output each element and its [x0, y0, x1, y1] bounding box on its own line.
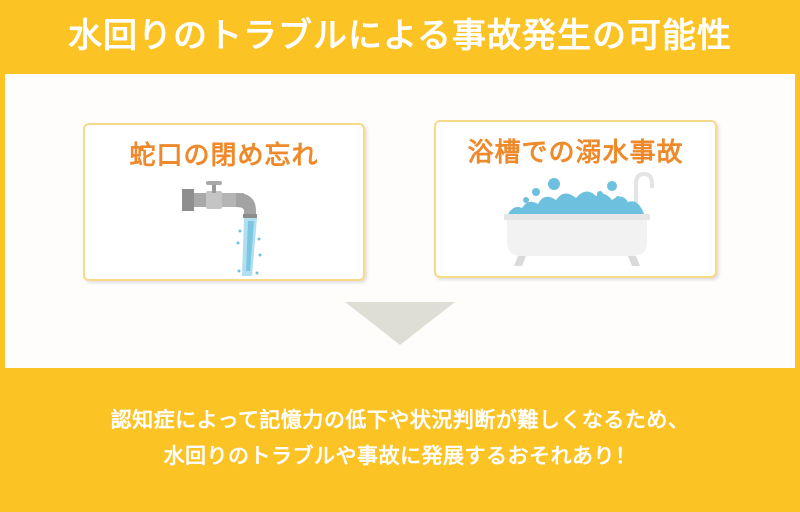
card-title: 浴槽での溺水事故 [467, 138, 684, 168]
summary-message: 認知症によって記憶力の低下や状況判断が難しくなるため、 水回りのトラブルや事故に… [0, 402, 800, 474]
message-line-1: 認知症によって記憶力の低下や状況判断が難しくなるため、 [110, 408, 690, 432]
page-title: 水回りのトラブルによる事故発生の可能性 [68, 16, 732, 56]
card-title: 蛇口の閉め忘れ [129, 141, 319, 171]
content-panel: 蛇口の閉め忘れ 浴槽での溺水事故 [5, 74, 795, 368]
bathtub-icon [504, 171, 654, 266]
message-line-2: 水回りのトラブルや事故に発展するおそれあり！ [163, 444, 637, 468]
card-faucet: 蛇口の閉め忘れ [83, 123, 365, 281]
faucet-icon [182, 181, 262, 276]
down-triangle-icon [345, 302, 455, 345]
card-bathtub: 浴槽での溺水事故 [434, 120, 717, 278]
